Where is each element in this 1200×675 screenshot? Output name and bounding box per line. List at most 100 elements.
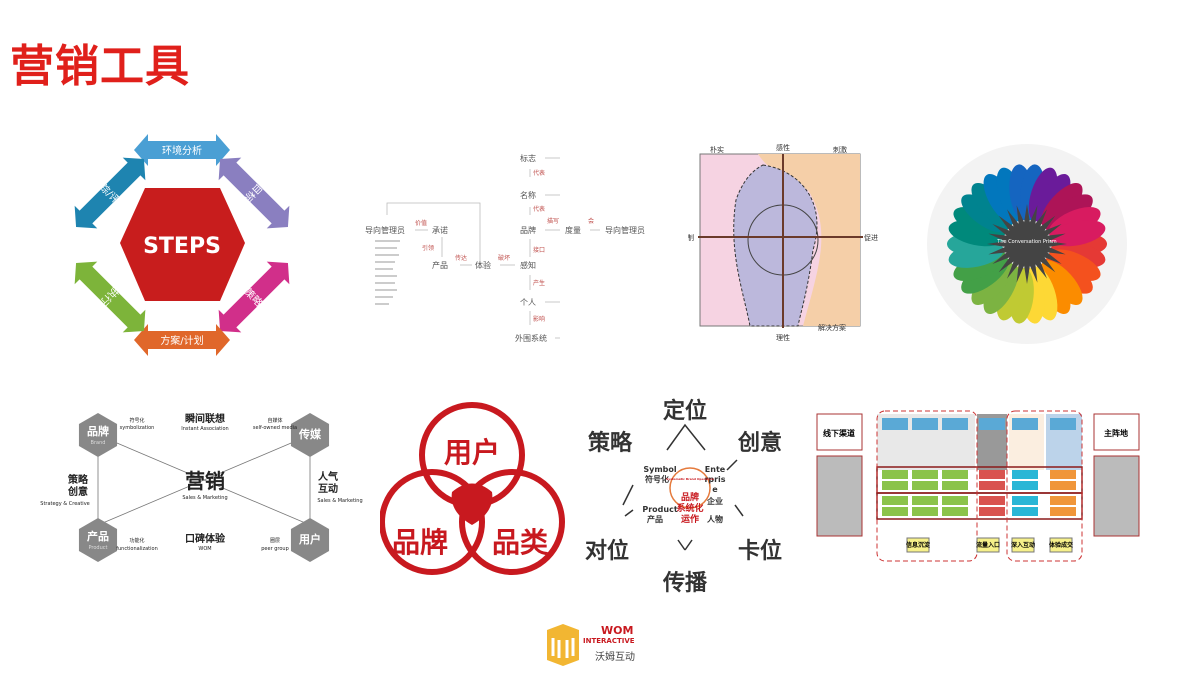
svg-text:创意: 创意 bbox=[67, 485, 88, 498]
conversation-prism: The Conversation Prism bbox=[927, 144, 1127, 344]
svg-text:抑制: 抑制 bbox=[688, 233, 694, 242]
svg-text:functionalization: functionalization bbox=[116, 546, 158, 552]
svg-text:策略: 策略 bbox=[68, 473, 89, 486]
svg-text:符号化: 符号化 bbox=[645, 474, 669, 484]
svg-text:创意: 创意 bbox=[737, 430, 782, 456]
svg-text:引领: 引领 bbox=[422, 244, 434, 252]
svg-text:策略: 策略 bbox=[588, 430, 633, 456]
svg-text:Product: Product bbox=[642, 505, 677, 514]
svg-text:环境分析: 环境分析 bbox=[162, 144, 202, 157]
flow-logo: 标志 bbox=[520, 153, 536, 163]
flow-right: 导向管理员 bbox=[605, 225, 645, 235]
svg-text:Systematic Brand Operation: Systematic Brand Operation bbox=[666, 477, 714, 481]
svg-text:用户: 用户 bbox=[444, 436, 500, 469]
svg-text:品类: 品类 bbox=[492, 526, 548, 559]
flow-product: 产品 bbox=[432, 260, 448, 270]
wom-cube-icon bbox=[547, 624, 579, 666]
svg-text:系统化: 系统化 bbox=[676, 502, 703, 514]
flow-left: 导向管理员 bbox=[365, 225, 405, 235]
steps-arrow: 策略 bbox=[218, 261, 290, 333]
svg-text:对位: 对位 bbox=[585, 538, 629, 564]
svg-text:口碑体验: 口碑体验 bbox=[185, 532, 226, 545]
svg-text:破坏: 破坏 bbox=[498, 254, 510, 262]
svg-text:代表: 代表 bbox=[533, 205, 545, 213]
svg-text:Sales & Marketing: Sales & Marketing bbox=[317, 498, 362, 504]
svg-text:产品: 产品 bbox=[647, 514, 663, 524]
svg-text:会: 会 bbox=[588, 217, 594, 225]
svg-text:人气: 人气 bbox=[318, 470, 338, 483]
svg-text:营销: 营销 bbox=[185, 469, 225, 493]
svg-text:理性: 理性 bbox=[776, 333, 790, 342]
svg-text:传达: 传达 bbox=[455, 254, 467, 262]
marketing-hexagon bbox=[78, 413, 118, 457]
brand-flow-diagram: 导向管理员 承诺 产品 体验 感知 品牌 度量 导向管理员 标志 名称 个人 外… bbox=[365, 153, 645, 343]
svg-text:e: e bbox=[712, 485, 718, 494]
svg-text:The Conversation Prism: The Conversation Prism bbox=[996, 239, 1057, 245]
svg-text:Ente: Ente bbox=[705, 465, 726, 474]
svg-text:peer group: peer group bbox=[261, 546, 289, 552]
steps-arrow: 方案/计划 bbox=[134, 324, 230, 356]
svg-text:人物: 人物 bbox=[707, 514, 723, 524]
svg-text:功能化: 功能化 bbox=[129, 537, 144, 544]
steps-arrow: 环境分析 bbox=[134, 134, 230, 166]
svg-text:Product: Product bbox=[89, 545, 108, 551]
steps-hexagon bbox=[120, 188, 245, 301]
flow-experience: 体验 bbox=[475, 260, 491, 270]
flow-brand: 品牌 bbox=[520, 225, 536, 235]
svg-text:接口: 接口 bbox=[533, 246, 545, 254]
svg-text:产生: 产生 bbox=[533, 279, 545, 287]
svg-text:传播: 传播 bbox=[662, 571, 708, 596]
flow-env: 外围系统 bbox=[515, 333, 547, 343]
svg-text:卡位: 卡位 bbox=[738, 538, 782, 564]
svg-text:企业: 企业 bbox=[706, 496, 723, 506]
steps-arrow: 执行 bbox=[74, 261, 146, 333]
flow-person: 个人 bbox=[520, 298, 536, 307]
svg-text:价值: 价值 bbox=[415, 219, 427, 227]
svg-text:WOM: WOM bbox=[198, 546, 211, 552]
svg-text:流量入口: 流量入口 bbox=[976, 541, 1000, 549]
marketing-diagram: 品牌传媒 产品用户 BrandProduct 营销 Sales & Market… bbox=[40, 412, 363, 562]
svg-text:方案/计划: 方案/计划 bbox=[160, 334, 203, 347]
process-diagram: 线下渠道 主阵地 信息沉淀 流量入口 深入互动 体验成交 bbox=[816, 410, 1140, 562]
svg-text:产品: 产品 bbox=[87, 529, 109, 543]
svg-text:解决方案: 解决方案 bbox=[818, 323, 846, 332]
steps-center-label: STEPS bbox=[143, 234, 221, 259]
flow-commit: 承诺 bbox=[432, 225, 448, 235]
svg-text:rpris: rpris bbox=[704, 475, 725, 484]
prism-petal bbox=[1050, 220, 1106, 247]
svg-text:Symbol: Symbol bbox=[643, 465, 677, 474]
svg-text:symbolization: symbolization bbox=[120, 425, 155, 431]
svg-text:体验成交: 体验成交 bbox=[1049, 541, 1073, 549]
svg-text:Brand: Brand bbox=[91, 440, 106, 446]
svg-text:运作: 运作 bbox=[681, 513, 699, 525]
svg-text:主阵地: 主阵地 bbox=[1104, 428, 1128, 438]
svg-text:用户: 用户 bbox=[299, 532, 321, 546]
svg-text:符号化: 符号化 bbox=[129, 417, 144, 424]
marketing-hexagon bbox=[290, 518, 330, 562]
flow-name: 名称 bbox=[520, 190, 536, 200]
svg-text:深入互动: 深入互动 bbox=[1011, 541, 1035, 549]
svg-text:圈层: 圈层 bbox=[270, 538, 280, 544]
marketing-hexagon bbox=[290, 413, 330, 457]
svg-text:朴实: 朴实 bbox=[710, 145, 724, 154]
svg-text:代表: 代表 bbox=[533, 169, 545, 177]
svg-text:定位: 定位 bbox=[663, 398, 707, 424]
svg-text:促进: 促进 bbox=[864, 233, 878, 242]
svg-text:Instant Association: Instant Association bbox=[181, 426, 228, 432]
svg-text:线下渠道: 线下渠道 bbox=[823, 428, 855, 438]
steps-arrow: 目标 bbox=[218, 157, 290, 229]
svg-text:自媒体: 自媒体 bbox=[267, 417, 282, 424]
svg-text:刺激: 刺激 bbox=[833, 145, 847, 154]
flow-measure: 度量 bbox=[565, 225, 581, 235]
svg-text:self-owned media: self-owned media bbox=[253, 425, 297, 431]
svg-text:影响: 影响 bbox=[533, 315, 545, 323]
svg-text:品牌: 品牌 bbox=[392, 526, 448, 559]
svg-text:Sales & Marketing: Sales & Marketing bbox=[182, 495, 227, 501]
svg-text:描写: 描写 bbox=[547, 217, 559, 225]
wom-logo: WOM INTERACTIVE 沃姆互动 bbox=[543, 620, 663, 670]
flow-perceive: 感知 bbox=[520, 260, 536, 270]
